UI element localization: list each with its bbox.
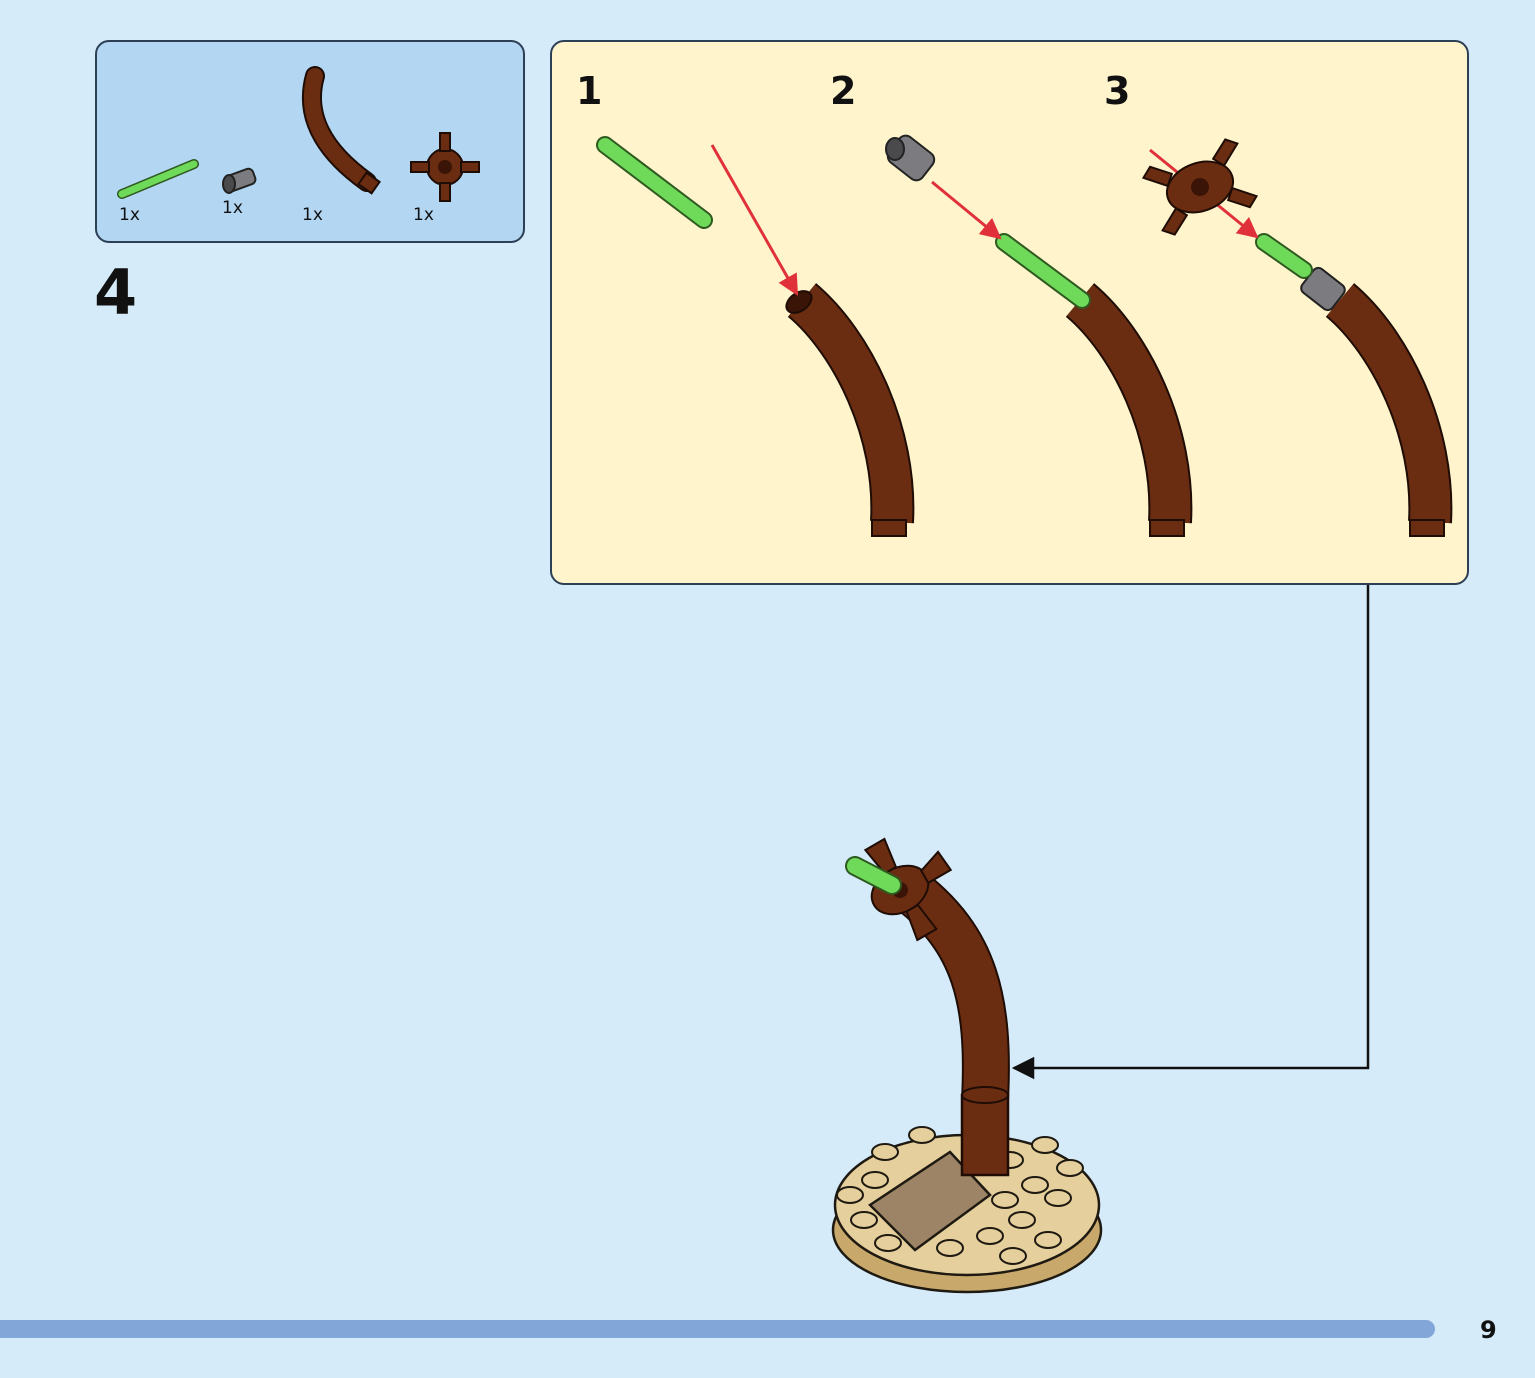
brown-leaf-clip-part-icon	[410, 132, 480, 202]
round-base-plate	[831, 1126, 1103, 1294]
parts-list-box: 1x 1x 1x 1x	[95, 40, 525, 243]
green-axle-part-icon	[117, 159, 199, 199]
part-qty: 1x	[413, 205, 434, 225]
leaf-clip-top	[863, 837, 953, 942]
sub-step-2-illustration	[885, 134, 1193, 537]
page-number: 9	[1480, 1316, 1497, 1344]
part-qty: 1x	[222, 198, 243, 218]
connector-arrow	[1011, 585, 1370, 1080]
sub-step-number: 2	[830, 69, 857, 113]
tree-trunk	[894, 870, 1010, 1177]
parts-list-art	[117, 66, 480, 202]
part-qty: 1x	[302, 205, 323, 225]
sub-step-number: 3	[1104, 69, 1131, 113]
sub-assembly-box: 1 2 3	[550, 40, 1469, 585]
page-progress-bar	[0, 1320, 1435, 1338]
step-number: 4	[94, 256, 138, 329]
part-qty: 1x	[119, 205, 140, 225]
sub-step-3-illustration	[1141, 138, 1453, 537]
sub-step-number: 1	[576, 69, 603, 113]
grey-pin-connector-part-icon	[222, 167, 257, 194]
brown-curved-branch-part-icon	[301, 66, 381, 195]
sub-assembly-art	[596, 134, 1453, 537]
sub-step-1-illustration	[596, 136, 915, 537]
green-axle-top	[845, 856, 902, 895]
